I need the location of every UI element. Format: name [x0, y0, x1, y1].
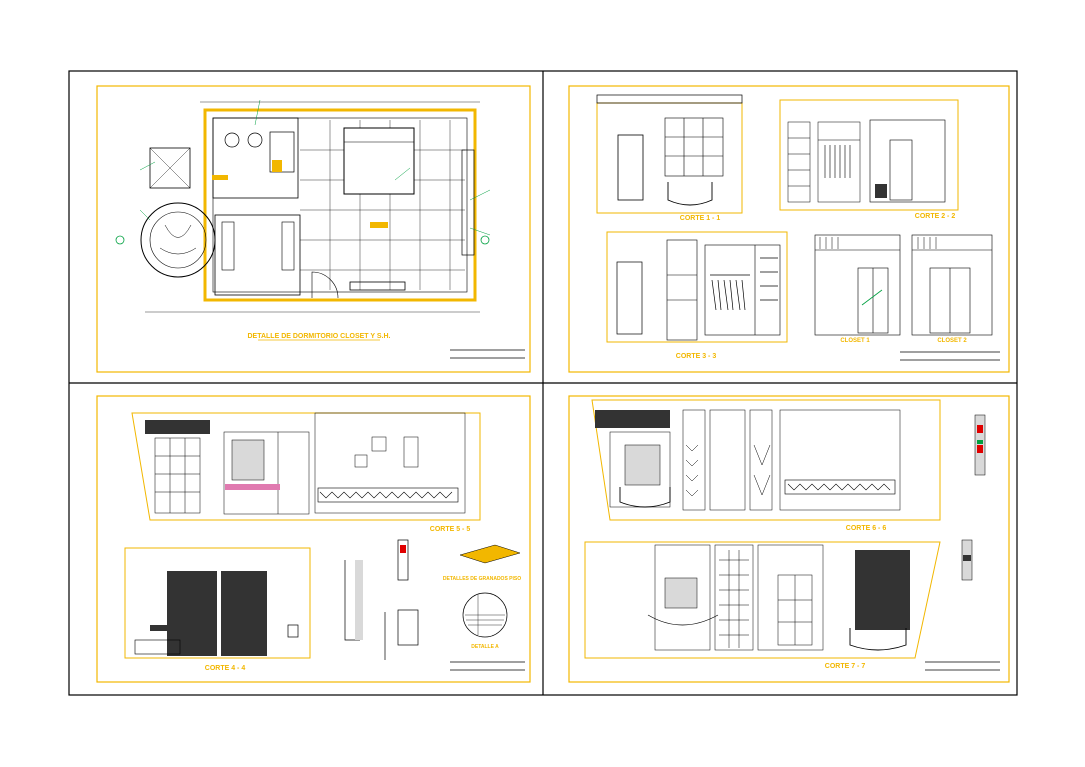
corte-2-2-frame [779, 99, 959, 211]
closet-elevations [814, 234, 993, 336]
plan-bathroom [212, 117, 299, 199]
corte-7-7-grid-pattern [719, 550, 749, 648]
panel-floor-plan: DETALLE DE DORMITORIO CLOSET Y S.H. [96, 85, 531, 373]
plan-floor-tiles [300, 120, 465, 290]
plan-shower [149, 147, 191, 189]
corte-2-2-hanging-clothes [824, 145, 851, 178]
panel-sections-bottom-left: CORTE 5 - 5 CORTE 4 - 4 DETALLES DE GRAN… [96, 395, 531, 683]
corte-6-6-tub [619, 487, 671, 508]
corte-4-4-frame [124, 547, 311, 659]
corte-3-3-clothes-pattern [710, 257, 778, 311]
closet-1-title: CLOSET 1 [840, 338, 870, 344]
detail-a-title: DETALLE A [471, 644, 499, 650]
plan-closet [214, 214, 301, 296]
corte-6-6-outline [591, 399, 941, 521]
sections-top-right-border [568, 85, 1010, 373]
plan-title: DETALLE DE DORMITORIO CLOSET Y S.H. [248, 333, 391, 340]
detail-a-circle [462, 592, 508, 638]
corte-7-7-tub [849, 628, 907, 651]
corte-1-1-title: CORTE 1 - 1 [680, 215, 721, 222]
closet-2-title: CLOSET 2 [937, 338, 967, 344]
plan-side-wardrobe [461, 149, 475, 256]
corte-4-4-panel-left [167, 571, 217, 656]
corte-1-1-frame [596, 102, 743, 214]
plan-sink-1 [224, 132, 240, 148]
plan-bed [343, 127, 415, 195]
plan-border [96, 85, 531, 373]
plan-sink-2 [247, 132, 263, 148]
plan-outer-wall [203, 108, 477, 302]
plan-inner-wall [212, 117, 468, 293]
corte-3-3-title: CORTE 3 - 3 [676, 353, 717, 360]
corte-5-5-title: CORTE 5 - 5 [430, 526, 471, 533]
corte-3-3-frame [606, 231, 788, 343]
corte-5-5-vanity-pattern [317, 487, 459, 503]
corte-1-1-tub [667, 182, 713, 206]
granite-detail-title: DETALLES DE GRANADOS PISO [443, 576, 521, 582]
corte-2-2-shelves [787, 121, 861, 203]
plan-desk [349, 281, 406, 291]
plan-door-swing [311, 271, 339, 299]
corte-6-6-title: CORTE 6 - 6 [846, 525, 887, 532]
corte-4-4-title: CORTE 4 - 4 [205, 665, 246, 672]
corte-7-7-title: CORTE 7 - 7 [825, 663, 866, 670]
sections-bottom-left-border [96, 395, 531, 683]
corte-4-4-panel-right [221, 571, 267, 656]
sections-bottom-right-border [568, 395, 1010, 683]
corte-7-7-outline [584, 541, 941, 659]
plan-round-tub-inner [149, 211, 207, 269]
panel-sections-top-right: CORTE 1 - 1 CORTE 2 - 2 [568, 85, 1010, 373]
corte-7-7-dark-panel [855, 550, 910, 630]
corte-2-2-title: CORTE 2 - 2 [915, 213, 956, 220]
granite-detail-layers [459, 544, 521, 564]
panel-sections-bottom-right: CORTE 6 - 6 CORTE 7 - 7 [568, 395, 1010, 683]
corte-6-6-vanity-pattern [784, 479, 896, 495]
corte-1-1-wardrobe [617, 134, 644, 201]
